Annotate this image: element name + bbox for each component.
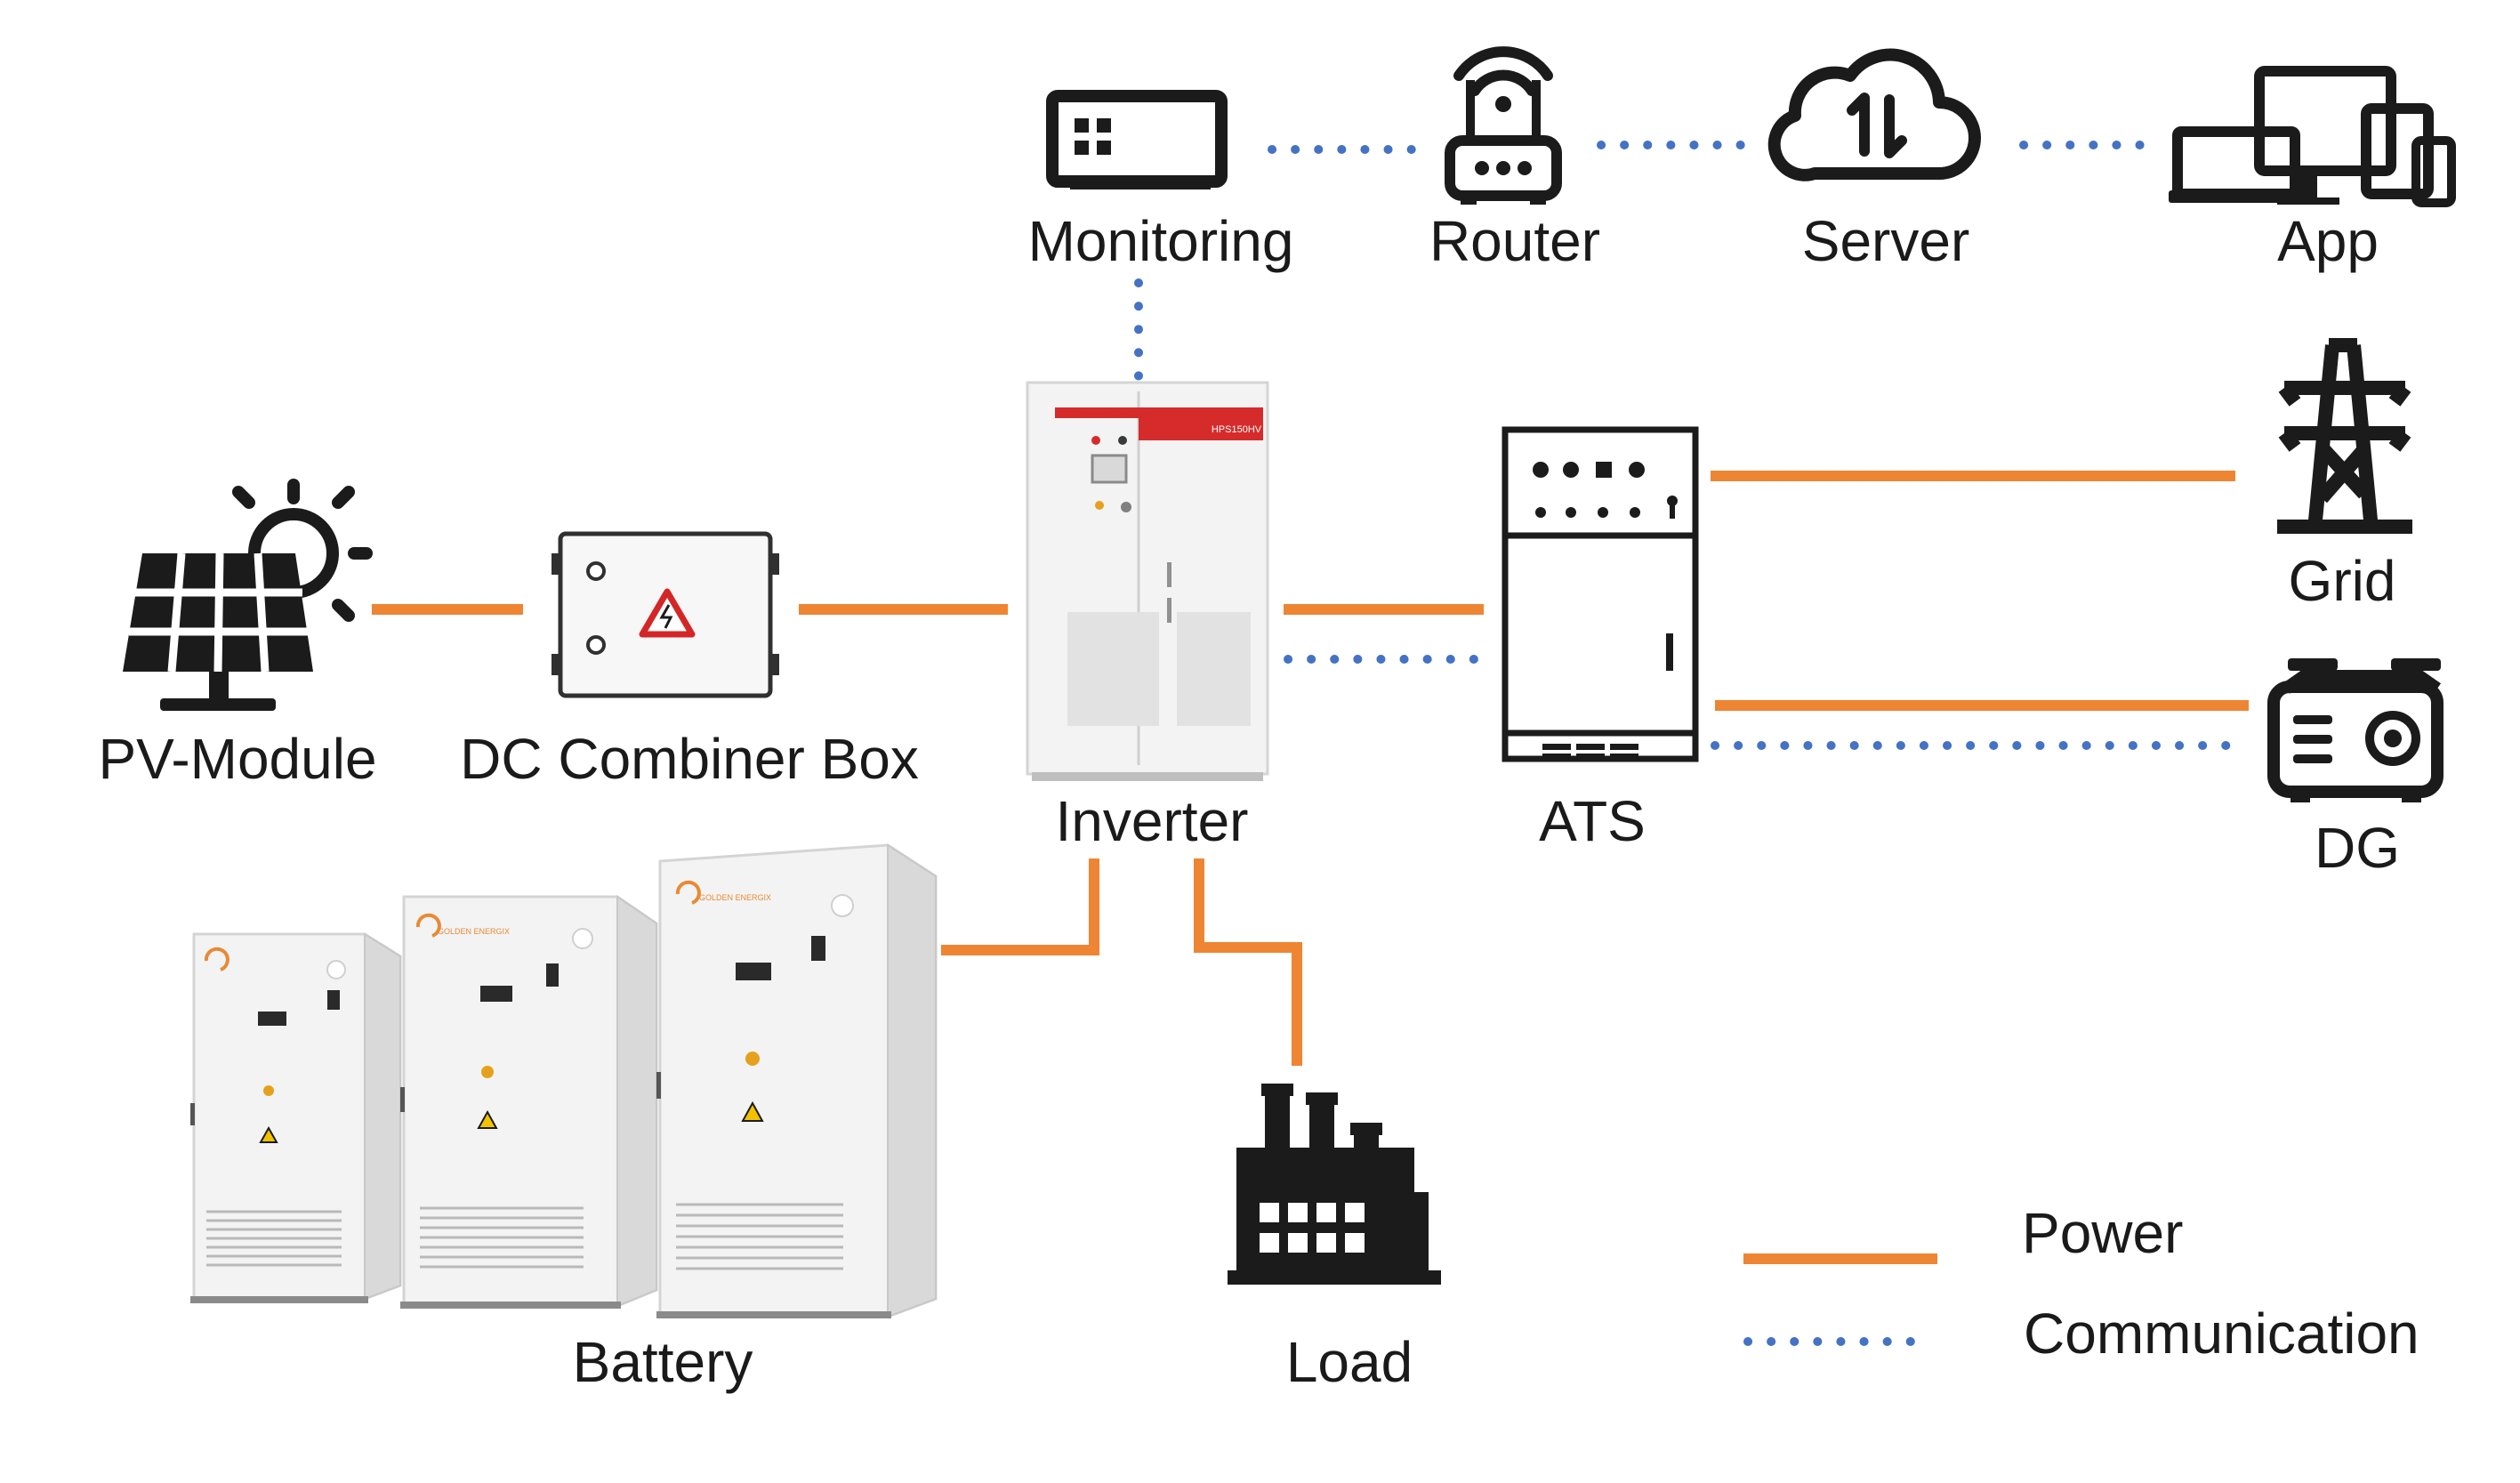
dg-label: DG bbox=[2315, 816, 2400, 880]
dg-node[interactable]: DG bbox=[2267, 658, 2444, 880]
load-label: Load bbox=[1286, 1330, 1413, 1394]
battery-cabinets-icon: GOLDEN ENERGIX GOLD bbox=[190, 843, 938, 1318]
connections bbox=[372, 141, 2253, 1066]
grid-node[interactable]: Grid bbox=[2277, 338, 2412, 613]
server-node[interactable]: Server bbox=[1767, 48, 1981, 273]
devices-icon bbox=[2169, 66, 2456, 207]
router-label: Router bbox=[1429, 209, 1600, 273]
inverter-vents bbox=[1067, 612, 1251, 726]
dc-combiner-box-node[interactable]: DC Combiner Box bbox=[460, 531, 919, 791]
transmission-tower-icon bbox=[2277, 338, 2412, 534]
router-node[interactable]: Router bbox=[1429, 46, 1600, 273]
inverter-label: Inverter bbox=[1056, 789, 1249, 853]
inverter-model-text: HPS150HV bbox=[1212, 424, 1262, 435]
inverter-brand-text: GOLDEN ENERGIX bbox=[1083, 411, 1155, 420]
battery-label: Battery bbox=[573, 1330, 753, 1394]
server-label: Server bbox=[1802, 209, 1970, 273]
battery-cabinet-2: GOLDEN ENERGIX bbox=[400, 895, 658, 1309]
monitoring-node[interactable]: Monitoring bbox=[1028, 90, 1294, 273]
cloud-server-icon bbox=[1767, 48, 1981, 181]
load-node[interactable]: Load bbox=[1228, 1084, 1441, 1394]
ats-label: ATS bbox=[1539, 789, 1646, 853]
battery-brand-text-3: GOLDEN ENERGIX bbox=[699, 893, 771, 902]
dc-combiner-box-label: DC Combiner Box bbox=[460, 727, 919, 791]
power-line-inverter-load bbox=[1194, 858, 1302, 1066]
battery-brand-text-2: GOLDEN ENERGIX bbox=[438, 927, 510, 936]
solar-panel-icon bbox=[123, 479, 373, 711]
ats-cabinet-icon bbox=[1502, 426, 1699, 762]
monitoring-device-icon bbox=[1046, 90, 1228, 189]
pv-module-label: PV-Module bbox=[98, 727, 376, 791]
factory-icon bbox=[1228, 1084, 1441, 1285]
inverter-node[interactable]: HPS150HV GOLDEN ENERGIX Inverter bbox=[1026, 381, 1269, 853]
generator-icon bbox=[2267, 658, 2444, 802]
legend-power-label: Power bbox=[2022, 1201, 2183, 1265]
battery-node[interactable]: GOLDEN ENERGIX GOLD bbox=[190, 843, 938, 1394]
app-node[interactable]: App bbox=[2169, 66, 2456, 273]
combiner-box-icon bbox=[552, 531, 779, 698]
legend-communication-label: Communication bbox=[2024, 1302, 2419, 1366]
grid-label: Grid bbox=[2289, 549, 2396, 613]
inverter-cabinet-icon: HPS150HV GOLDEN ENERGIX bbox=[1026, 381, 1269, 781]
ats-node[interactable]: ATS bbox=[1502, 426, 1699, 853]
battery-cabinet-3: GOLDEN ENERGIX bbox=[656, 843, 938, 1318]
power-line-battery-inverter bbox=[941, 858, 1099, 955]
app-label: App bbox=[2277, 209, 2379, 273]
legend: Power Communication bbox=[1743, 1201, 2419, 1366]
monitoring-label: Monitoring bbox=[1028, 209, 1294, 273]
battery-cabinet-1 bbox=[190, 932, 402, 1303]
pv-module-node[interactable]: PV-Module bbox=[98, 479, 377, 791]
wifi-router-icon bbox=[1445, 46, 1562, 205]
